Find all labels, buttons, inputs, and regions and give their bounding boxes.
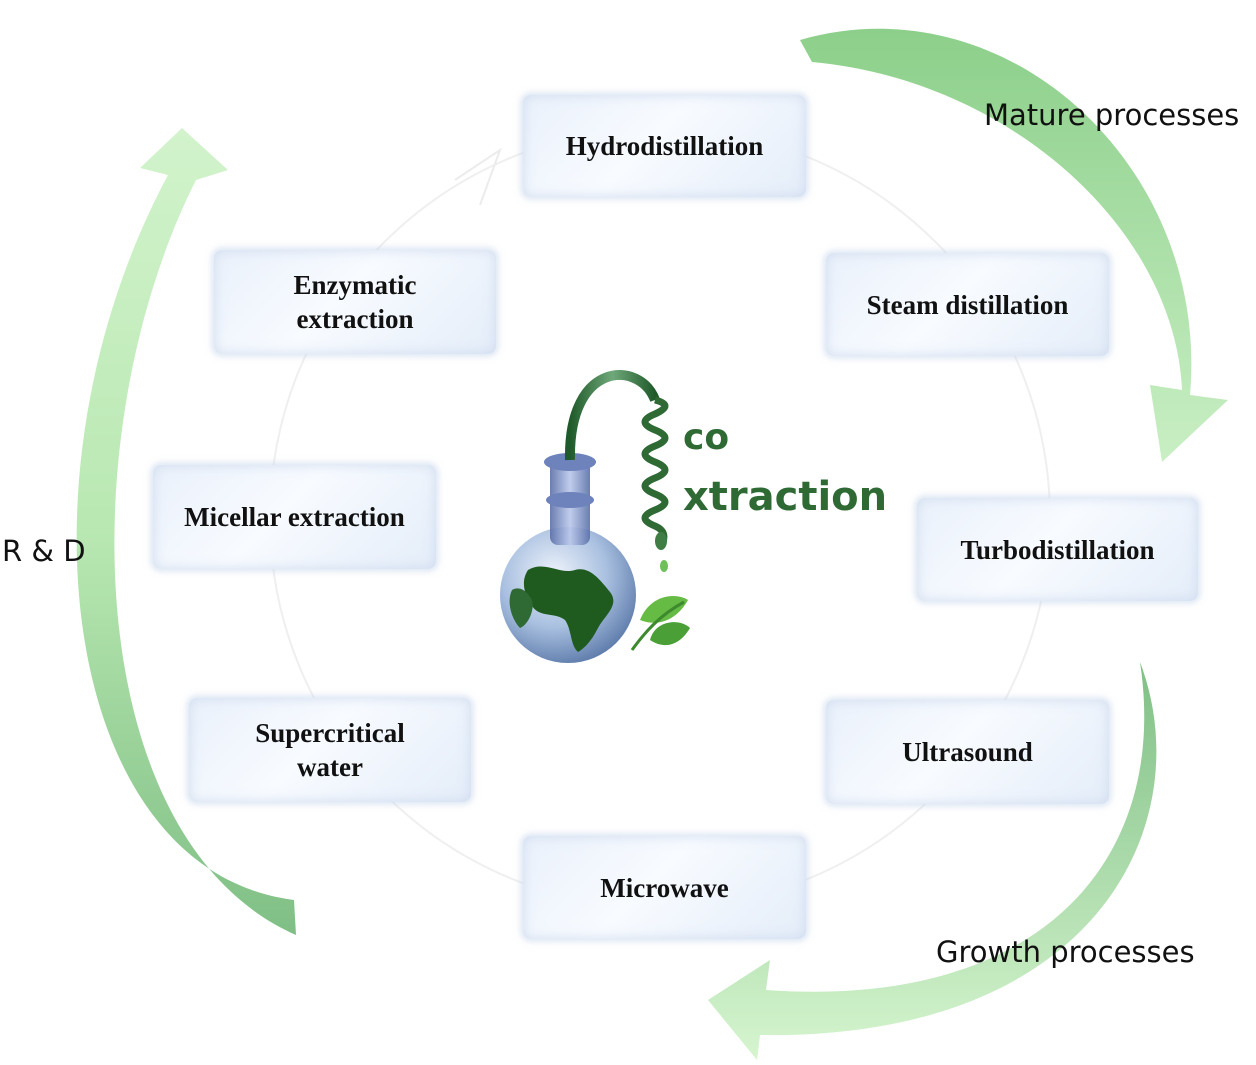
leaf-stem [630, 600, 685, 651]
logo-text-xtraction: xtraction [683, 474, 888, 520]
droplet-2 [660, 560, 668, 572]
globe-land-2 [509, 588, 533, 628]
flask-collar-2 [546, 492, 594, 508]
process-box-ultrasound: Ultrasound [826, 700, 1109, 804]
process-box-supercritical-water: Supercritical water [189, 698, 471, 802]
growth-processes-arrow [708, 662, 1157, 1060]
process-box-turbodistillation: Turbodistillation [917, 498, 1198, 601]
rd-arrow [76, 128, 296, 935]
droplet-1 [655, 532, 667, 550]
process-box-enzymatic-extraction: Enzymatic extraction [214, 250, 496, 354]
mature-processes-label: Mature processes [984, 98, 1240, 132]
condenser-coil [641, 396, 669, 548]
rd-label: R & D [2, 534, 86, 568]
eco-extraction-logo [500, 370, 690, 663]
process-box-micellar-extraction: Micellar extraction [153, 465, 436, 569]
condenser-tube [564, 370, 660, 461]
logo-text-co: co [683, 417, 730, 458]
process-box-steam-distillation: Steam distillation [826, 253, 1109, 356]
leaf-2 [650, 622, 690, 646]
process-box-microwave: Microwave [523, 836, 806, 939]
mature-processes-arrow [800, 28, 1228, 462]
process-box-hydrodistillation: Hydrodistillation [523, 95, 806, 197]
leaf-1 [640, 596, 688, 623]
globe-land [523, 566, 614, 652]
growth-processes-label: Growth processes [936, 935, 1195, 969]
flask-collar [544, 453, 596, 471]
background-cycle-arrowhead [454, 147, 502, 206]
